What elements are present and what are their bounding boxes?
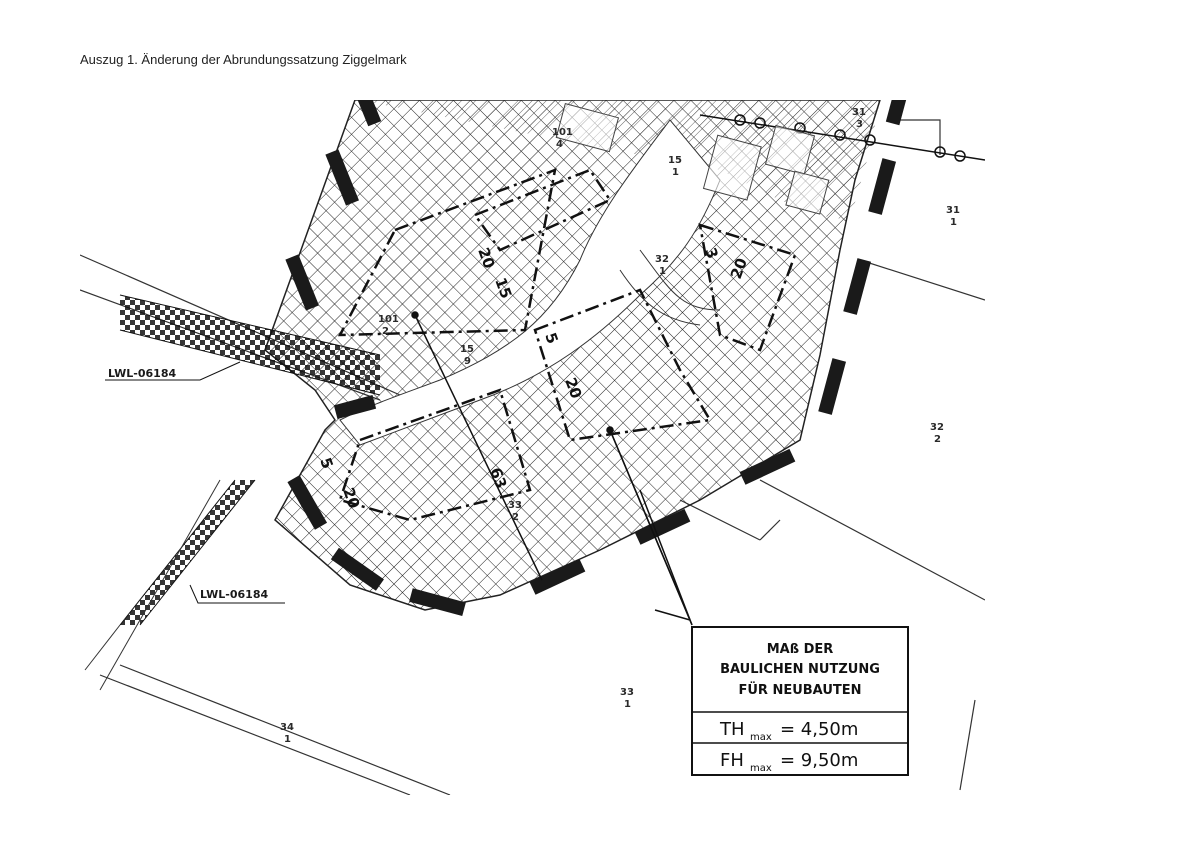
parcel-15-1-top: 15 (668, 155, 682, 166)
parcel-31-1-bottom: 1 (950, 217, 957, 228)
legend-heading-line1: MAß DER (767, 642, 834, 657)
cable-label-lower: LWL-06184 (200, 588, 268, 601)
parcel-101-4-top: 101 (552, 127, 573, 138)
parcel-15-1-bottom: 1 (672, 167, 679, 178)
cable-label-upper: LWL-06184 (108, 367, 176, 380)
site-plan-map: 101 4 31 3 15 1 31 1 32 1 101 2 15 9 32 … (80, 100, 985, 795)
cable-callout-upper: LWL-06184 (105, 361, 241, 381)
fh-value: = 9,50m (780, 750, 858, 771)
parcel-32-1-bottom: 1 (659, 266, 666, 277)
parcel-33-2-top: 33 (508, 500, 522, 511)
cable-callout-lower: LWL-06184 (189, 584, 285, 604)
parcel-34-top: 34 (280, 722, 294, 733)
parcel-32-2-top: 32 (930, 422, 944, 433)
parcel-34-bottom: 1 (284, 734, 291, 745)
parcel-31-3-bottom: 3 (856, 119, 863, 130)
fiber-cable-upper (119, 294, 381, 396)
parcel-101-4-bottom: 4 (556, 139, 563, 150)
hatched-development-area (264, 100, 881, 611)
parcel-101-2-bottom: 2 (382, 326, 389, 337)
page-title: Auszug 1. Änderung der Abrundungssatzung… (80, 52, 407, 67)
parcel-33-1-bottom: 1 (624, 699, 631, 710)
legend-box: MAß DER BAULICHEN NUTZUNG FÜR NEUBAUTEN … (691, 626, 909, 776)
parcel-33-1-top: 33 (620, 687, 634, 698)
utility-line-top (699, 114, 985, 162)
parcel-15-9-bottom: 9 (464, 356, 471, 367)
parcel-31-1-top: 31 (946, 205, 960, 216)
existing-buildings (555, 102, 830, 215)
th-symbol: TH (719, 719, 745, 740)
parcel-32-2-bottom: 2 (934, 434, 941, 445)
fh-symbol: FH (720, 750, 744, 771)
dimension-labels: 20 15 3 20 5 20 63 5 20 (316, 245, 751, 511)
parcel-31-3-top: 31 (852, 107, 866, 118)
parcel-15-9-top: 15 (460, 344, 474, 355)
fiber-cable-lower (84, 479, 256, 691)
boundary-markers (285, 100, 909, 617)
legend-heading-line2: BAULICHEN NUTZUNG (720, 662, 880, 677)
fh-subscript: max (750, 763, 772, 774)
parcel-101-2-top: 101 (378, 314, 399, 325)
parcel-33-2-bottom: 2 (512, 512, 519, 523)
parcel-numbers: 101 4 31 3 15 1 31 1 32 1 101 2 15 9 32 … (280, 107, 960, 745)
legend-heading-line3: FÜR NEUBAUTEN (738, 682, 861, 698)
parcel-32-1-top: 32 (655, 254, 669, 265)
th-subscript: max (750, 732, 772, 743)
top-diagonal-strip (360, 100, 880, 220)
building-envelopes (337, 168, 797, 522)
th-value: = 4,50m (780, 719, 858, 740)
